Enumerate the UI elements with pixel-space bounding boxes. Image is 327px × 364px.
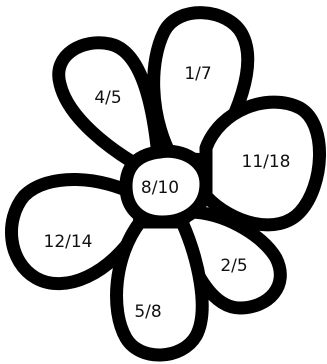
petal-label-left: 12/14 xyxy=(44,232,93,252)
center-label: 8/10 xyxy=(141,178,179,198)
petal-label-right: 11/18 xyxy=(242,152,291,172)
petal-label-upper-left: 4/5 xyxy=(94,88,121,108)
petal-bottom xyxy=(117,222,203,355)
petal-label-top: 1/7 xyxy=(184,64,211,84)
petal-label-bottom: 5/8 xyxy=(134,302,161,322)
petal-label-lower-right: 2/5 xyxy=(220,256,247,276)
